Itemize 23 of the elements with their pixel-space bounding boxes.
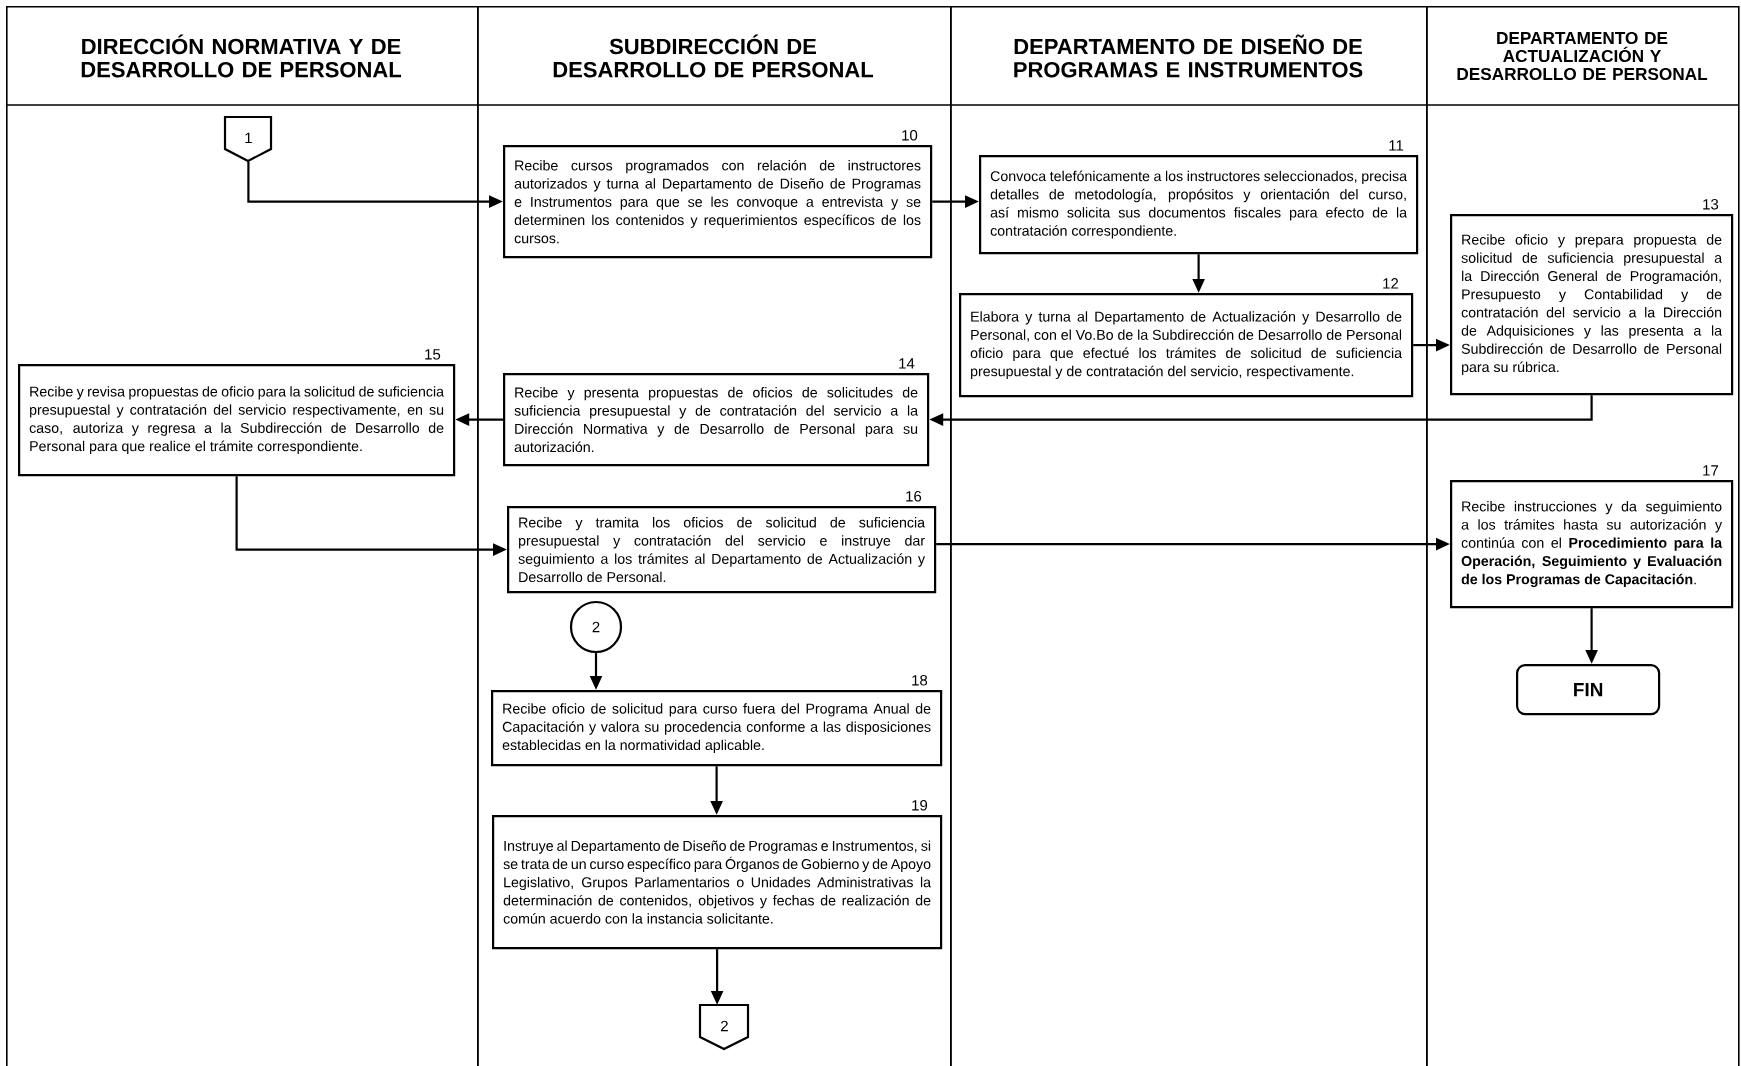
process-box: Recibe y tramita los oficios de solicitud de suficiencia presupuestal y contratación del servicio e instruye dar seguimiento a los trámites al Departamento de Actualización y Desarrollo de Personal. (507, 506, 937, 594)
process-box: Convoca telefónicamente a los instructores seleccionados, precisa detalles de metodología, propósitos y orientación del curso, así mismo solicita sus documentos fiscales para efecto de la contratación correspondiente. (979, 155, 1419, 255)
step-number: 11 (1389, 140, 1404, 151)
process-box: Recibe cursos programados con relación de instructores autorizados y turna al Departamento de Diseño de Programas e Instrumentos para que se les convoque a entrevista y se determinen los contenidos y requerimientos específicos de los cursos. (503, 145, 933, 259)
process-box: Recibe instrucciones y da seguimiento a los trámites hasta su autorización y continúa con el Procedimiento para la Operación, Seguimiento y Evaluación de los Programas de Capacitación. (1450, 480, 1734, 609)
process-box: Instruye al Departamento de Diseño de Programas e Instrumentos, si se trata de un curso específico para Órganos de Gobierno y de Apoyo Legislativo, Grupos Parlamentarios o Unidades Administrativas la determinación de contenidos, objetivos y fechas de realización de común acuerdo con la instancia solicitante. (492, 815, 943, 950)
process-box: Recibe y presenta propuestas de oficios de solicitudes de suficiencia presupuestal y de contratación del servicio a la Dirección Normativa y de Desarrollo de Personal para su autorización. (503, 373, 930, 467)
step-number: 15 (425, 349, 441, 360)
off-page-connector: 2 (698, 1003, 750, 1051)
off-page-connector: 1 (223, 115, 273, 163)
step-number: 16 (906, 491, 922, 502)
step-number: 18 (912, 675, 928, 686)
step-number: 19 (912, 800, 928, 811)
step-number: 10 (902, 130, 918, 141)
step-number: 12 (1383, 278, 1399, 289)
process-box: Elabora y turna al Departamento de Actualización y Desarrollo de Personal, con el Vo.Bo de la Subdirección de Desarrollo de Personal oficio para que efectué los trámites de solicitud de suficiencia presupuestal y de contratación del servicio, respectivamente. (959, 293, 1414, 398)
step-number: 13 (1703, 199, 1719, 210)
process-box: Recibe oficio de solicitud para curso fuera del Programa Anual de Capacitación y valora su procedencia conforme a las disposiciones establecidas en la normatividad aplicable. (491, 690, 943, 767)
process-box: Recibe oficio y prepara propuesta de solicitud de suficiencia presupuestal a la Dirección General de Programación, Presupuesto y Contabilidad y de contratación del servicio a la Dirección de Adquisiciones y las presenta a la Subdirección de Desarrollo de Personal para su rúbrica. (1450, 214, 1734, 396)
terminal-box: FIN (1516, 664, 1661, 716)
process-box: Recibe y revisa propuestas de oficio para la solicitud de suficiencia presupuestal y contratación del servicio respectivamente, en su caso, autoriza y regresa a la Subdirección de Desarrollo de Personal para que realice el trámite correspondiente. (18, 364, 456, 477)
step-number: 17 (1703, 465, 1719, 476)
step-number: 14 (899, 358, 915, 369)
